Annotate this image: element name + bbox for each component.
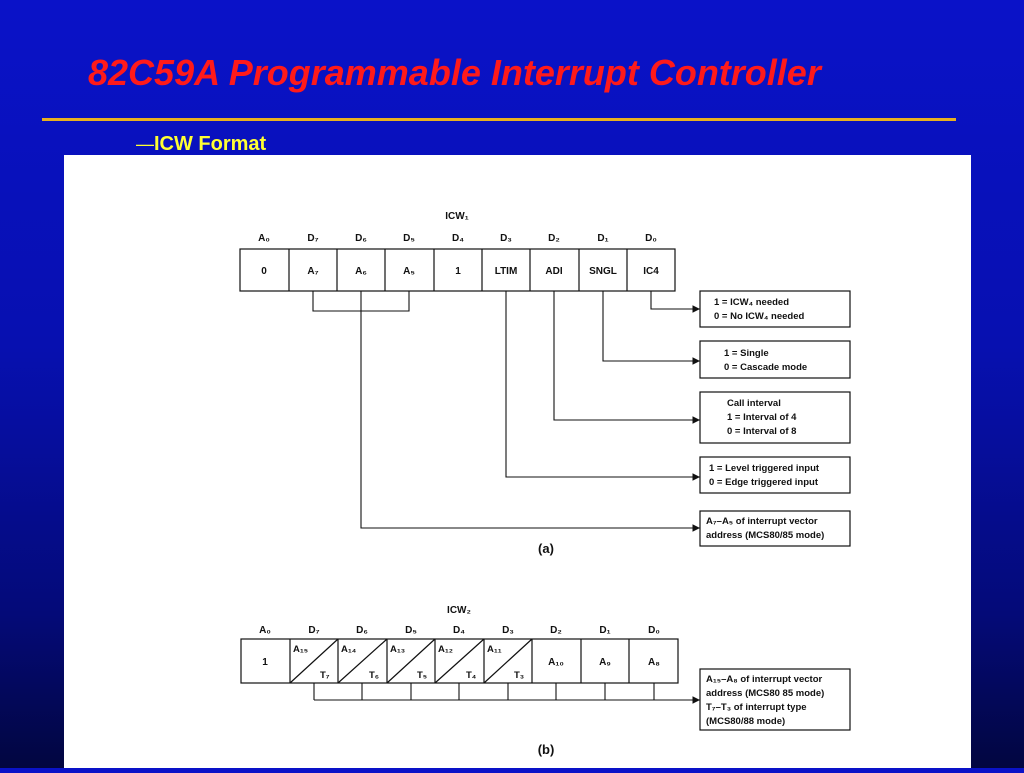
icw2-header-d6: D₆ xyxy=(356,625,368,636)
icw2-cell-d0: A₈ xyxy=(648,657,660,668)
subtitle-text: ICW Format xyxy=(154,133,267,155)
icw1-header-d1: D₁ xyxy=(597,233,608,244)
icw1-header-row: A₀ D₇ D₆ D₅ D₄ D₃ D₂ D₁ D₀ xyxy=(258,233,657,244)
icw2-note-line4: (MCS80/88 mode) xyxy=(706,716,785,727)
subtitle: —ICW Format xyxy=(136,133,266,156)
icw1-note-ltim: 1 = Level triggered input 0 = Edge trigg… xyxy=(699,456,851,494)
icw2-note-vector: A₁₅–A₈ of interrupt vector address (MCS8… xyxy=(699,668,851,731)
caption-a: (a) xyxy=(538,541,554,556)
vector-note-line2: address (MCS80/85 mode) xyxy=(706,530,824,541)
icw2-note-line3: T₇–T₃ of interrupt type xyxy=(706,702,807,713)
ic4-note-line2: 0 = No ICW₄ needed xyxy=(714,311,805,322)
icw2-cell-d6-top: A₁₄ xyxy=(341,644,357,655)
icw2-split-cells: A₁₅ T₇ A₁₄ T₆ A₁₃ T₅ A₁₂ T₄ A₁₁ T₃ xyxy=(293,644,524,681)
icw2-header-d1: D₁ xyxy=(599,625,610,636)
sngl-note-line1: 1 = Single xyxy=(724,348,769,359)
icw1-header-d3: D₃ xyxy=(500,233,512,244)
icw2-cell-d5-bottom: T₅ xyxy=(417,670,427,681)
icw1-header-a0: A₀ xyxy=(258,233,270,244)
icw2-name: ICW₂ xyxy=(447,605,471,616)
icw1-note-adi: Call interval 1 = Interval of 4 0 = Inte… xyxy=(699,391,851,444)
icw1-connectors xyxy=(312,291,700,532)
icw2-header-d4: D₄ xyxy=(453,625,465,636)
adi-note-line3: 0 = Interval of 8 xyxy=(727,426,796,437)
icw1-note-vector: A₇–A₅ of interrupt vector address (MCS80… xyxy=(699,510,851,547)
slide-title: 82C59A Programmable Interrupt Controller xyxy=(88,52,821,93)
icw1-note-sngl: 1 = Single 0 = Cascade mode xyxy=(699,340,851,379)
icw1-header-d0: D₀ xyxy=(645,233,657,244)
title-underline xyxy=(42,118,956,121)
icw2-cell-d6-bottom: T₆ xyxy=(369,670,379,681)
adi-note-line1: Call interval xyxy=(727,398,781,409)
icw1-header-d6: D₆ xyxy=(355,233,367,244)
icw-format-diagram: ICW₁ A₀ D₇ D₆ D₅ D₄ D₃ D₂ D₁ D₀ 0 A₇ xyxy=(239,211,851,757)
adi-note-line2: 1 = Interval of 4 xyxy=(727,412,797,423)
icw1-cell-d0: IC4 xyxy=(643,266,659,277)
icw1-cell-a0: 0 xyxy=(261,266,267,277)
ic4-note-line1: 1 = ICW₄ needed xyxy=(714,297,789,308)
icw2-cell-d4-top: A₁₂ xyxy=(438,644,453,655)
icw2-cell-d4-bottom: T₄ xyxy=(466,670,477,681)
vector-note-line1: A₇–A₅ of interrupt vector xyxy=(706,516,818,527)
icw2-connectors xyxy=(313,683,700,704)
icw1-cell-d7: A₇ xyxy=(307,266,318,277)
icw1-header-d2: D₂ xyxy=(548,233,560,244)
icw2-figure: ICW₂ A₀ D₇ D₆ D₅ D₄ D₃ D₂ D₁ D₀ xyxy=(240,605,851,757)
icw2-cell-d1: A₉ xyxy=(599,657,611,668)
icw1-cell-d4: 1 xyxy=(455,266,461,277)
ltim-note-line2: 0 = Edge triggered input xyxy=(709,477,819,488)
icw2-cell-d7-bottom: T₇ xyxy=(320,670,330,681)
icw1-register-box xyxy=(239,248,676,292)
icw1-name: ICW₁ xyxy=(445,211,469,222)
icw1-cell-d1: SNGL xyxy=(589,266,617,277)
caption-b: (b) xyxy=(538,742,555,757)
icw2-header-d3: D₃ xyxy=(502,625,514,636)
icw1-figure: ICW₁ A₀ D₇ D₆ D₅ D₄ D₃ D₂ D₁ D₀ 0 A₇ xyxy=(239,211,851,556)
icw1-cell-d5: A₅ xyxy=(403,266,415,277)
icw2-header-d5: D₅ xyxy=(405,625,417,636)
icw2-note-line2: address (MCS80 85 mode) xyxy=(706,688,824,699)
icw2-note-line1: A₁₅–A₈ of interrupt vector xyxy=(706,674,822,685)
icw1-header-d5: D₅ xyxy=(403,233,415,244)
icw1-header-d4: D₄ xyxy=(452,233,464,244)
icw1-cell-d3: LTIM xyxy=(495,266,518,277)
diagram-panel: ICW₁ A₀ D₇ D₆ D₅ D₄ D₃ D₂ D₁ D₀ 0 A₇ xyxy=(64,155,971,768)
icw2-header-d2: D₂ xyxy=(550,625,562,636)
icw2-cell-d7-top: A₁₅ xyxy=(293,644,308,655)
icw1-header-d7: D₇ xyxy=(307,233,318,244)
icw1-cell-d2: ADI xyxy=(545,266,562,277)
icw2-plain-cells: A₁₀ A₉ A₈ xyxy=(548,657,660,668)
icw2-cell-d3-top: A₁₁ xyxy=(487,644,502,655)
icw1-cells: 0 A₇ A₆ A₅ 1 LTIM ADI SNGL IC4 xyxy=(261,266,659,277)
icw2-cell-d2: A₁₀ xyxy=(548,657,564,668)
icw2-cell-a0: 1 xyxy=(262,657,268,668)
icw2-header-d7: D₇ xyxy=(308,625,319,636)
ltim-note-line1: 1 = Level triggered input xyxy=(709,463,820,474)
icw2-cell-d3-bottom: T₃ xyxy=(514,670,524,681)
icw2-header-row: A₀ D₇ D₆ D₅ D₄ D₃ D₂ D₁ D₀ xyxy=(259,625,660,636)
icw2-header-a0: A₀ xyxy=(259,625,271,636)
icw2-header-d0: D₀ xyxy=(648,625,660,636)
icw2-cell-d5-top: A₁₃ xyxy=(390,644,405,655)
icw1-cell-d6: A₆ xyxy=(355,266,367,277)
icw1-note-ic4: 1 = ICW₄ needed 0 = No ICW₄ needed xyxy=(699,290,851,328)
subtitle-dash: — xyxy=(136,134,154,154)
sngl-note-line2: 0 = Cascade mode xyxy=(724,362,807,373)
